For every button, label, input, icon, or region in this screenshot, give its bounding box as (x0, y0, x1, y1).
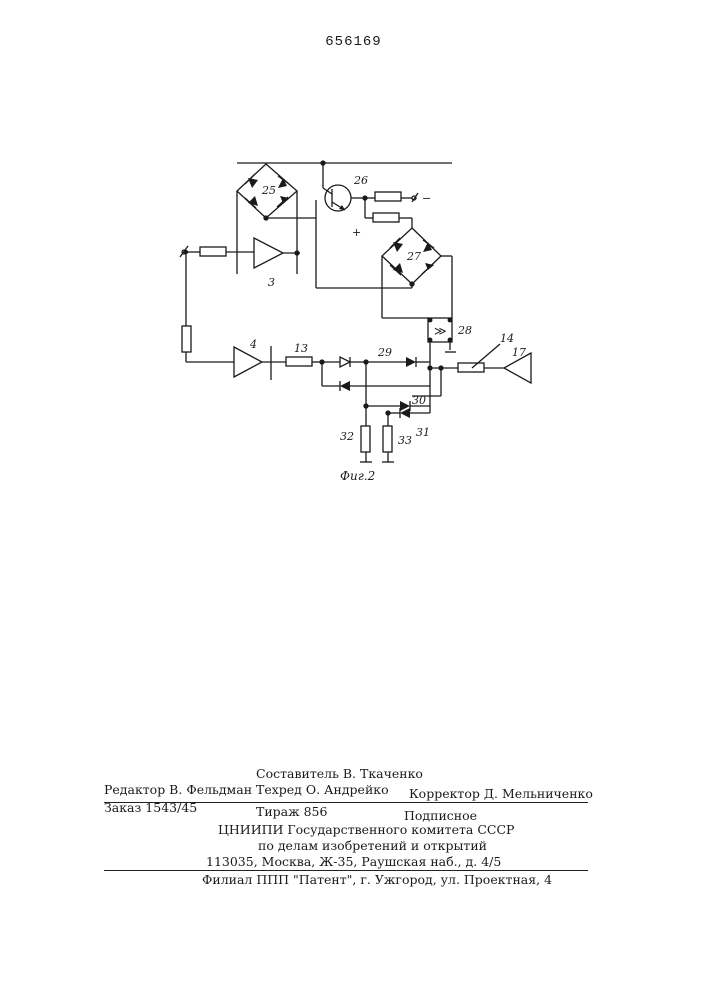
amplifier-3 (254, 238, 300, 268)
resistor-minus (363, 192, 418, 202)
input-section (180, 246, 254, 257)
amplifier-4 (234, 346, 286, 380)
resistor-14 (455, 344, 504, 372)
minus-sign: − (422, 192, 431, 205)
label-27: 27 (406, 250, 421, 263)
imprint-techred: Техред О. Андрейко (256, 782, 389, 797)
figure-caption: Фиг.2 (340, 469, 375, 483)
imprint-order: Заказ 1543/45 (104, 800, 197, 815)
power-rail (237, 161, 452, 165)
label-13: 13 (294, 342, 308, 355)
imprint-rule-2 (104, 870, 588, 871)
diode-bridge-27 (382, 228, 452, 318)
label-30: 30 (412, 394, 426, 407)
label-29: 29 (377, 346, 392, 359)
label-26: 26 (353, 174, 368, 187)
label-14: 14 (500, 332, 514, 345)
imprint-corrector: Корректор Д. Мельниченко (409, 786, 593, 801)
resistor-33 (382, 413, 394, 462)
imprint-branch: Филиал ППП "Патент", г. Ужгород, ул. Про… (202, 872, 552, 887)
imprint-editor: Редактор В. Фельдман (104, 782, 252, 797)
imprint-subscription: Подписное (404, 808, 477, 823)
resistor-plus (365, 198, 412, 228)
imprint-compiler: Составитель В. Ткаченко (256, 766, 423, 781)
label-33: 33 (398, 434, 412, 447)
label-25: 25 (261, 184, 276, 197)
label-4: 4 (249, 338, 257, 351)
plus-sign: + (352, 226, 361, 239)
resistor-13 (286, 357, 324, 366)
imprint-org-2: по делам изобретений и открытий (258, 838, 487, 853)
label-3: 3 (268, 276, 275, 289)
resistor-32 (360, 426, 372, 462)
label-31: 31 (416, 426, 430, 439)
imprint-circulation: Тираж 856 (256, 804, 327, 819)
comparator-symbol: ≫ (434, 324, 447, 338)
diode-bridge-25 (237, 164, 316, 274)
feedback-path (182, 252, 234, 362)
imprint-address: 113035, Москва, Ж-35, Раушская наб., д. … (206, 854, 501, 869)
imprint-org-1: ЦНИИПИ Государственного комитета СССР (218, 822, 514, 837)
label-28: 28 (457, 324, 472, 337)
label-17: 17 (512, 346, 526, 359)
label-32: 32 (340, 430, 354, 443)
